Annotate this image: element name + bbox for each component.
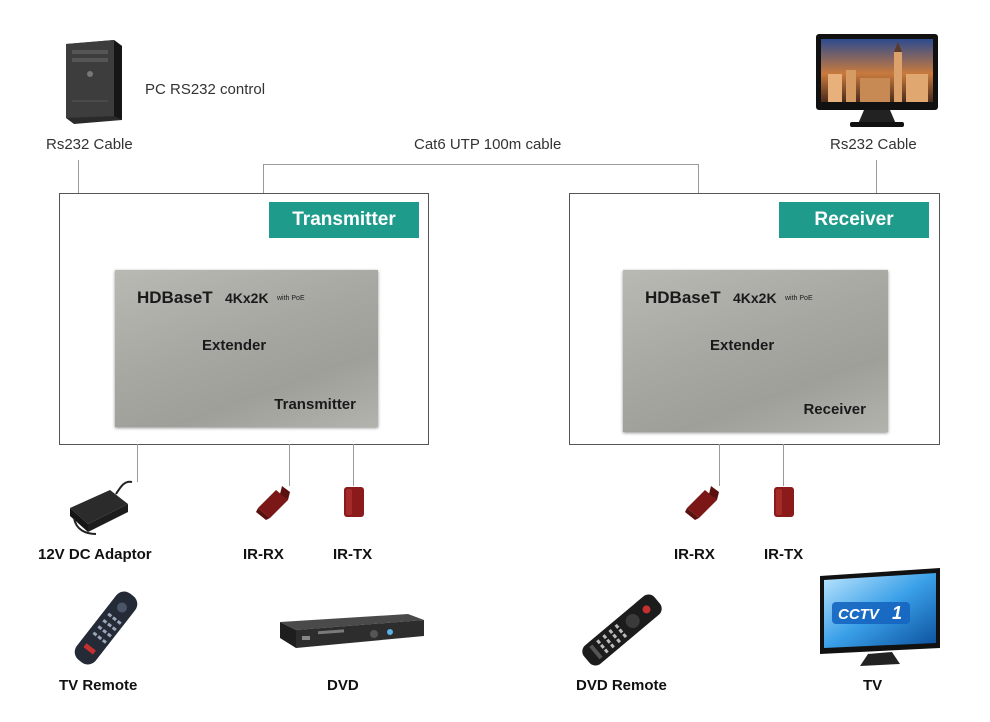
tv-label: TV [863,677,883,694]
transmitter-plate-extender: Extender [202,337,267,354]
receiver-plate-res: 4Kx2K [733,290,777,306]
rs232-cable-left-label: Rs232 Cable [46,136,133,153]
tv-screen-logo-number: 1 [892,603,903,623]
receiver-plate-extender: Extender [710,337,775,354]
dvd-remote-icon [582,594,662,666]
tv-screen-logo: CCTV [838,606,879,623]
rs232-cable-right-label: Rs232 Cable [830,136,917,153]
irtx-right-connector [783,444,784,486]
irrx-right-connector [719,444,720,486]
receiver-plate: HDBaseT 4Kx2K with PoE Extender Receiver [623,270,888,432]
dvd-player-icon [280,614,424,648]
receiver-plate-role: Receiver [803,401,866,418]
pc-control-label: PC RS232 control [145,81,266,98]
transmitter-plate: HDBaseT 4Kx2K with PoE Extender Transmit… [115,270,378,427]
rs232-left-connector [78,160,79,193]
ir-tx-right-label: IR-TX [764,546,804,563]
tv-remote-label: TV Remote [59,677,138,694]
irrx-left-connector [289,444,290,486]
ir-rx-left-label: IR-RX [243,546,284,563]
cat6-cable-label: Cat6 UTP 100m cable [414,136,562,153]
dc-adaptor-label: 12V DC Adaptor [38,546,152,563]
monitor-icon [816,34,938,127]
irtx-left-connector [353,444,354,486]
receiver-tag: Receiver [779,202,929,238]
ir-rx-right-label: IR-RX [674,546,715,563]
adaptor-connector [137,444,138,482]
transmitter-plate-brand: HDBaseT [137,288,213,307]
transmitter-plate-poe: with PoE [277,295,305,302]
receiver-plate-brand: HDBaseT [645,288,721,307]
ir-tx-right-icon [774,487,794,517]
dvd-remote-label: DVD Remote [576,677,667,694]
ir-rx-right-icon [685,486,719,520]
cat6-connector-horizontal [263,164,699,165]
ir-rx-left-icon [256,486,290,520]
ir-tx-left-icon [344,487,364,517]
power-adaptor-icon [70,480,133,535]
tv-remote-icon [74,591,138,665]
transmitter-plate-role: Transmitter [274,396,356,413]
ir-tx-left-label: IR-TX [333,546,373,563]
rs232-right-connector [876,160,877,193]
transmitter-tag: Transmitter [269,202,419,238]
receiver-plate-poe: with PoE [785,295,813,302]
transmitter-plate-res: 4Kx2K [225,290,269,306]
dvd-label: DVD [327,677,359,694]
cat6-connector-right [698,164,699,193]
tv-icon: CCTV 1 [818,568,942,668]
cat6-connector-left [263,164,264,193]
pc-tower-icon [66,40,122,124]
